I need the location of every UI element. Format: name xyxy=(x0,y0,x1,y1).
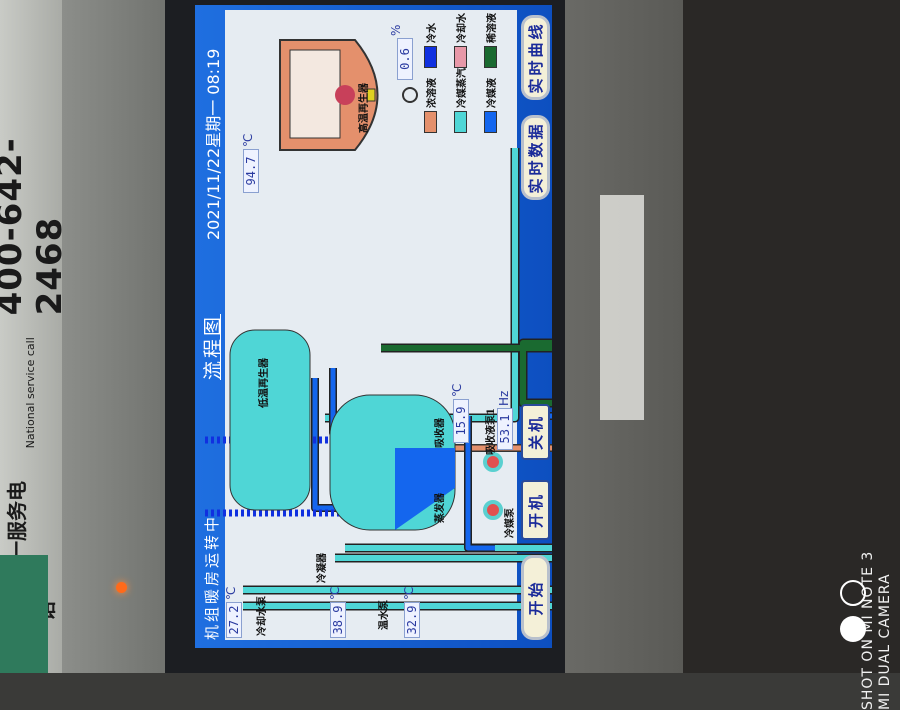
refrigerant-vapour-pipes xyxy=(243,108,552,609)
gas-valve-icon xyxy=(402,87,418,103)
legend-swatch xyxy=(424,111,437,133)
legend-swatch xyxy=(454,46,467,68)
legend-label: 冷水 xyxy=(427,23,438,43)
absorbent-pump-icon xyxy=(483,452,503,472)
paper-note xyxy=(600,195,644,420)
legend-label: 冷媒蒸汽 xyxy=(457,68,468,108)
watermark-line2: MI DUAL CAMERA xyxy=(877,573,893,710)
wall-right xyxy=(683,0,900,673)
cooling-water-temp-value: 27.2 xyxy=(226,602,242,638)
burner-icon xyxy=(366,88,376,102)
label-evaporator: 蒸发器 xyxy=(435,493,446,523)
evaporator-temp-value: 15.9 xyxy=(453,399,469,443)
evaporator-pool xyxy=(395,448,455,530)
legend-cooling-water: 冷却水 xyxy=(453,13,468,68)
dilute-solution-pipes xyxy=(381,340,552,576)
refrigerant-pump-icon xyxy=(483,500,503,520)
green-sticker xyxy=(0,555,48,673)
legend-label: 浓溶液 xyxy=(427,78,438,108)
service-sticker: 全国统一服务电话 National service call 400-642-2… xyxy=(0,31,70,631)
valve-opening-value: 0.6 xyxy=(397,38,413,80)
pump-frequency-unit: Hz xyxy=(497,390,511,406)
pump-frequency-value: 53.1 xyxy=(497,408,513,450)
power-off-button[interactable]: 关机 xyxy=(521,404,550,460)
legend-swatch xyxy=(454,111,467,133)
wall-left: 全国统一服务电话 National service call 400-642-2… xyxy=(0,0,70,673)
service-en: National service call xyxy=(23,337,37,449)
service-phone: 400-642-2468 xyxy=(0,137,70,316)
cooling-water-temp-unit: ℃ xyxy=(224,586,238,600)
label-cooling-water-pump: 冷却水泵 xyxy=(257,596,268,636)
power-led xyxy=(116,582,127,593)
legend-chilled-water: 冷水 xyxy=(423,23,438,68)
legend-label: 冷媒液 xyxy=(487,78,498,108)
pipe-network xyxy=(205,39,552,611)
generator-temp-value: 94.7 xyxy=(243,149,259,193)
refrigerant-liquid-pipes xyxy=(312,368,552,551)
realtime-curve-button[interactable]: 实时曲线 xyxy=(521,15,550,100)
warm-water-out-temp-value: 38.9 xyxy=(330,602,346,638)
realtime-data-button[interactable]: 实时数据 xyxy=(521,115,550,200)
legend-dilute-solution: 稀溶液 xyxy=(483,13,498,68)
valve-unit: % xyxy=(389,24,403,36)
burner-flame-icon xyxy=(335,85,355,105)
legend-refrigerant-liquid: 冷媒液 xyxy=(483,78,498,133)
generator-temp-unit: ℃ xyxy=(241,133,255,147)
label-refrigerant-pump: 冷媒泵 xyxy=(505,508,516,538)
legend-swatch xyxy=(484,111,497,133)
legend-swatch xyxy=(424,46,437,68)
legend-label: 冷却水 xyxy=(457,13,468,43)
label-condenser: 冷凝器 xyxy=(317,553,328,583)
camera-watermark: SHOT ON MI NOTE 3 MI DUAL CAMERA xyxy=(860,410,900,710)
warm-water-out-temp-unit: ℃ xyxy=(328,586,342,600)
label-warm-water-pump: 温水泵 xyxy=(379,600,390,630)
label-high-temp-generator: 高温再生器 xyxy=(359,83,370,133)
label-absorber: 吸收器 xyxy=(435,418,446,448)
start-button[interactable]: 开始 xyxy=(521,555,550,640)
evaporator-temp-unit: ℃ xyxy=(450,383,464,397)
power-on-button[interactable]: 开机 xyxy=(521,480,550,540)
warm-water-in-temp-value: 32.9 xyxy=(404,602,420,638)
legend-label: 稀溶液 xyxy=(487,13,498,43)
label-low-temp-generator: 低温再生器 xyxy=(259,358,270,408)
legend-refrigerant-vapour: 冷媒蒸汽 xyxy=(453,68,468,133)
generator-tubes xyxy=(289,49,341,139)
low-temp-generator-condenser xyxy=(229,329,311,511)
watermark-line1: SHOT ON MI NOTE 3 xyxy=(860,550,876,710)
label-absorbent-pump: 吸收液泵1 xyxy=(486,408,497,455)
device-bezel xyxy=(62,0,182,673)
legend-concentrated-solution: 浓溶液 xyxy=(423,78,438,133)
warm-water-in-temp-unit: ℃ xyxy=(402,586,416,600)
hmi-screen: 机组暖房运转中 流程图 2021/11/22星期一 08:19 xyxy=(195,5,552,648)
legend-swatch xyxy=(484,46,497,68)
